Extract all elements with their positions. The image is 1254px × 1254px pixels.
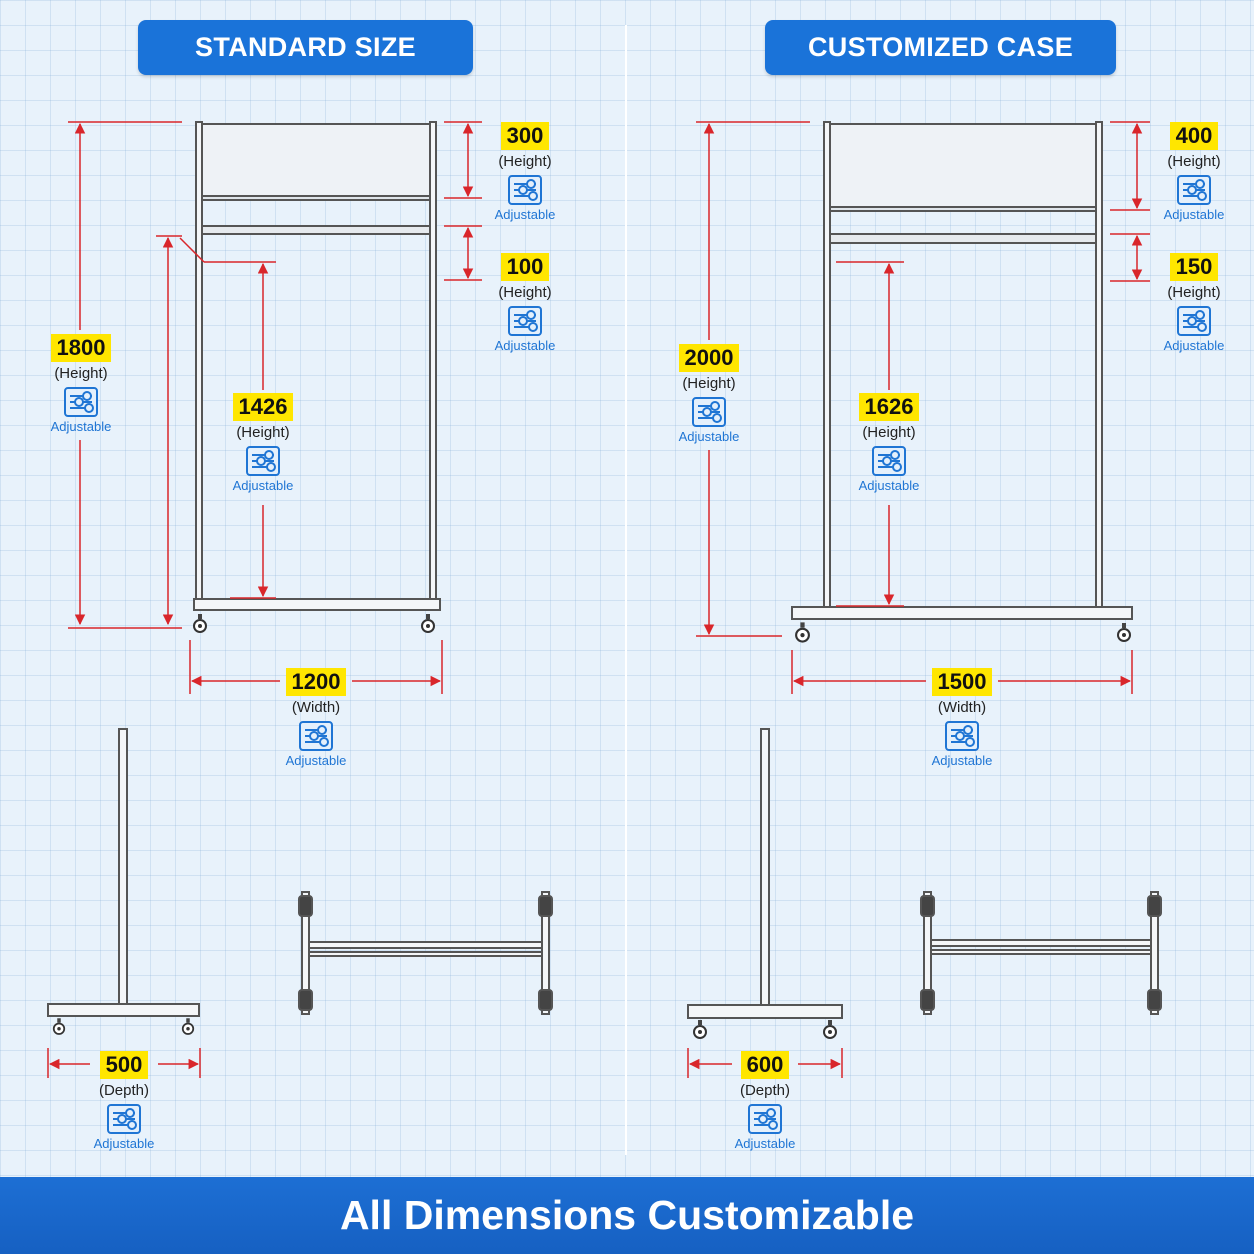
- dimension-value: 1500: [931, 668, 993, 696]
- customized-top-view: [920, 891, 1162, 1015]
- dimension-kind: (Height): [498, 284, 552, 301]
- sliders-icon: [299, 721, 333, 751]
- caster-icon: [822, 1018, 838, 1040]
- sliders-icon: [508, 306, 542, 336]
- dimension-value: 1626: [858, 393, 920, 421]
- sliders-icon: [64, 387, 98, 417]
- dimension-value: 300: [500, 122, 550, 150]
- cus-depth-label: 600 (Depth) Adjustable: [700, 1051, 830, 1151]
- adjustable-label: Adjustable: [93, 1136, 155, 1151]
- adjustable-label: Adjustable: [678, 429, 740, 444]
- dimension-value: 1426: [232, 393, 294, 421]
- rack-drawings: [47, 121, 1162, 1078]
- dimension-value: 400: [1169, 122, 1219, 150]
- cus-gap-label: 150 (Height) Adjustable: [1129, 253, 1254, 353]
- sliders-icon: [1177, 306, 1211, 336]
- adjustable-label: Adjustable: [494, 207, 556, 222]
- sliders-icon: [1177, 175, 1211, 205]
- dimension-kind: (Depth): [98, 1082, 150, 1099]
- standard-side-view: [47, 728, 200, 1017]
- adjustable-label: Adjustable: [285, 753, 347, 768]
- sliders-icon: [508, 175, 542, 205]
- caster-icon: [192, 612, 208, 634]
- adjustable-label: Adjustable: [232, 478, 294, 493]
- dimension-value: 1200: [285, 668, 347, 696]
- adjustable-label: Adjustable: [858, 478, 920, 493]
- std-width-label: 1200 (Width) Adjustable: [251, 668, 381, 768]
- adjustable-label: Adjustable: [50, 419, 112, 434]
- adjustable-label: Adjustable: [734, 1136, 796, 1151]
- dimension-kind: (Height): [862, 424, 916, 441]
- cus-inner-height-label: 1626 (Height) Adjustable: [824, 393, 954, 493]
- adjustable-label: Adjustable: [494, 338, 556, 353]
- caster-icon: [692, 1018, 708, 1040]
- dimension-kind: (Height): [682, 375, 736, 392]
- dimension-value: 500: [99, 1051, 149, 1079]
- cus-width-label: 1500 (Width) Adjustable: [897, 668, 1027, 768]
- std-total-height-label: 1800 (Height) Adjustable: [16, 334, 146, 434]
- std-gap-label: 100 (Height) Adjustable: [460, 253, 590, 353]
- dimension-kind: (Width): [291, 699, 341, 716]
- dimension-value: 150: [1169, 253, 1219, 281]
- sliders-icon: [107, 1104, 141, 1134]
- dimension-value: 600: [740, 1051, 790, 1079]
- dimension-value: 100: [500, 253, 550, 281]
- dimension-kind: (Height): [498, 153, 552, 170]
- caster-icon: [1116, 621, 1132, 643]
- cus-top-panel-label: 400 (Height) Adjustable: [1129, 122, 1254, 222]
- standard-top-view: [298, 891, 553, 1015]
- center-divider: [625, 25, 627, 1155]
- sliders-icon: [246, 446, 280, 476]
- caster-icon: [52, 1017, 66, 1036]
- adjustable-label: Adjustable: [931, 753, 993, 768]
- sliders-icon: [748, 1104, 782, 1134]
- adjustable-label: Adjustable: [1163, 338, 1225, 353]
- customized-side-view: [687, 728, 843, 1019]
- std-top-panel-label: 300 (Height) Adjustable: [460, 122, 590, 222]
- dimension-kind: (Height): [1167, 153, 1221, 170]
- footer-banner: All Dimensions Customizable: [0, 1177, 1254, 1254]
- dimension-kind: (Height): [236, 424, 290, 441]
- caster-icon: [420, 612, 436, 634]
- customized-case-header: CUSTOMIZED CASE: [765, 20, 1116, 75]
- sliders-icon: [692, 397, 726, 427]
- dimension-kind: (Height): [54, 365, 108, 382]
- sliders-icon: [872, 446, 906, 476]
- customized-front-view: [791, 121, 1133, 620]
- dimension-value: 1800: [50, 334, 112, 362]
- std-depth-label: 500 (Depth) Adjustable: [59, 1051, 189, 1151]
- dimension-kind: (Depth): [739, 1082, 791, 1099]
- standard-front-view: [193, 121, 441, 611]
- standard-size-header: STANDARD SIZE: [138, 20, 473, 75]
- dimension-kind: (Width): [937, 699, 987, 716]
- sliders-icon: [945, 721, 979, 751]
- std-inner-height-label: 1426 (Height) Adjustable: [198, 393, 328, 493]
- adjustable-label: Adjustable: [1163, 207, 1225, 222]
- caster-icon: [181, 1017, 195, 1036]
- dimension-value: 2000: [678, 344, 740, 372]
- cus-total-height-label: 2000 (Height) Adjustable: [644, 344, 774, 444]
- caster-icon: [794, 620, 811, 643]
- dimension-kind: (Height): [1167, 284, 1221, 301]
